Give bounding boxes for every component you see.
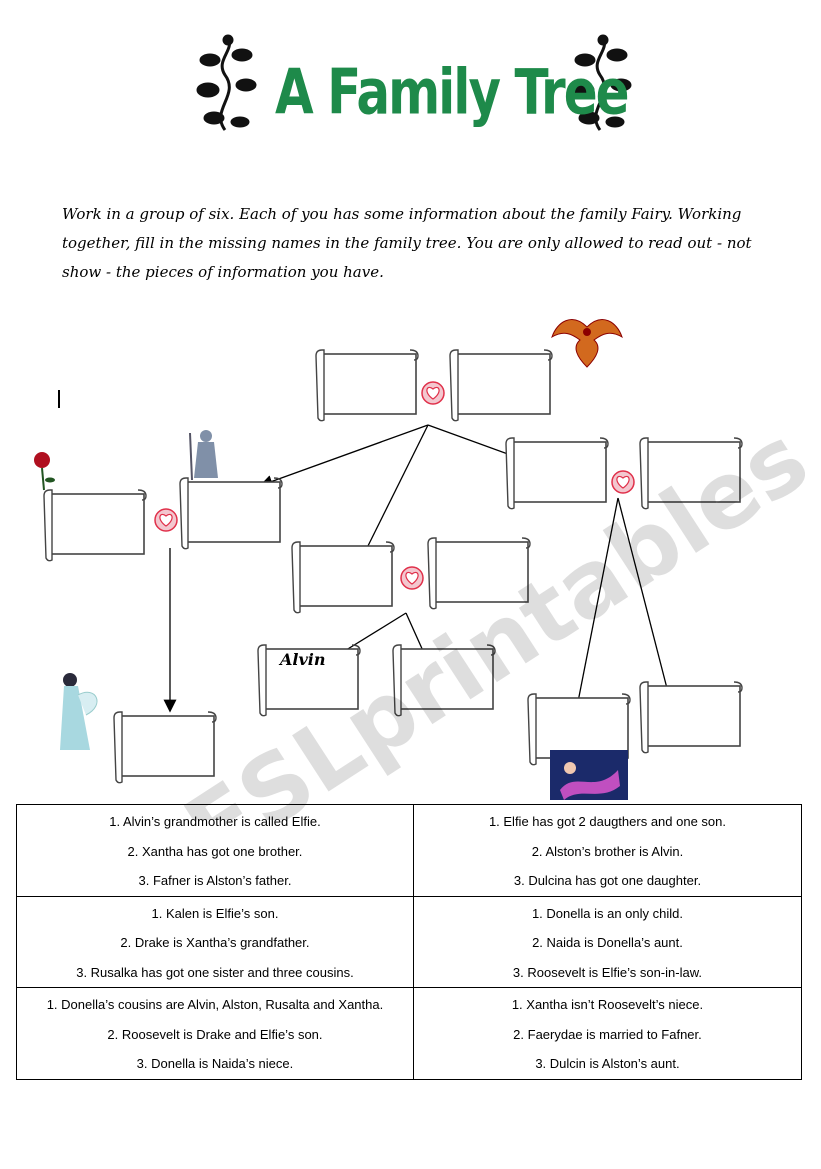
clue-text: 1. Xantha isn’t Roosevelt’s niece. — [511, 997, 704, 1012]
name-box-gen2-d — [639, 437, 743, 510]
family-tree-diagram — [34, 319, 743, 800]
clue-text: 2. Alston’s brother is Alvin. — [531, 843, 684, 859]
heart-icon — [154, 508, 178, 532]
rose-icon — [34, 452, 55, 491]
name-box-gen2-f — [427, 537, 531, 610]
table-row: 1. Donella’s cousins are Alvin, Alston, … — [16, 987, 803, 1080]
clue-card: 1. Alvin’s grandmother is called Elfie. … — [16, 804, 414, 897]
name-box-gen2-e — [291, 541, 395, 614]
margin-mark — [58, 390, 60, 408]
arrow-connector — [571, 497, 619, 715]
given-name-alvin: Alvin — [280, 650, 326, 669]
clue-text: 3. Roosevelt is Elfie’s son-in-law. — [512, 964, 702, 980]
clue-text: 1. Donella’s cousins are Alvin, Alston, … — [46, 997, 384, 1012]
arrow-connector — [617, 497, 674, 703]
clue-text: 1. Elfie has got 2 daugthers and one son… — [488, 814, 726, 829]
name-box-gen3-d — [639, 681, 743, 754]
clue-text: 2. Naida is Donella’s aunt. — [532, 935, 683, 950]
clue-card: 1. Kalen is Elfie’s son. 2. Drake is Xan… — [16, 895, 414, 988]
clue-text: 1. Kalen is Elfie’s son. — [151, 905, 279, 921]
mermaid-icon — [550, 750, 628, 800]
name-box-gen3-b — [392, 644, 496, 717]
arrow-connector — [259, 424, 429, 488]
name-box-gen3-a — [113, 711, 217, 784]
heart-icon — [421, 381, 445, 405]
warrior-icon — [189, 430, 218, 481]
clue-text: 2. Roosevelt is Drake and Elfie’s son. — [107, 1026, 323, 1042]
clue-text: 3. Dulcina has got one daughter. — [513, 873, 702, 888]
clue-card: 1. Donella is an only child. 2. Naida is… — [412, 895, 803, 988]
clue-text: 3. Dulcin is Alston’s aunt. — [535, 1056, 680, 1071]
table-row: 1. Kalen is Elfie’s son. 2. Drake is Xan… — [16, 895, 803, 988]
clue-card: 1. Donella’s cousins are Alvin, Alston, … — [16, 987, 414, 1080]
name-box-gen2-b — [179, 477, 283, 550]
clue-text: 3. Donella is Naida’s niece. — [136, 1056, 294, 1071]
fairy-icon — [60, 673, 98, 750]
name-box-gen1-left — [315, 349, 419, 422]
title-decoration — [196, 34, 632, 131]
clue-text: 2. Xantha has got one brother. — [127, 843, 303, 859]
instructions-text: Work in a group of six. Each of you has … — [62, 205, 752, 281]
clue-text: 2. Faerydae is married to Fafner. — [513, 1026, 702, 1042]
vine-ornament-right-icon — [571, 34, 632, 131]
clue-text: 1. Donella is an only child. — [531, 905, 683, 921]
arrow-connector — [358, 424, 429, 565]
vine-ornament-left-icon — [196, 34, 257, 131]
clues-table: 1. Alvin’s grandmother is called Elfie. … — [16, 804, 803, 1080]
clue-text: 3. Rusalka has got one sister and three … — [76, 964, 354, 980]
name-box-gen2-c — [505, 437, 609, 510]
clue-card: 1. Xantha isn’t Roosevelt’s niece. 2. Fa… — [412, 987, 803, 1080]
heart-icon — [611, 470, 635, 494]
clue-text: 3. Fafner is Alston’s father. — [138, 873, 292, 888]
clue-text: 1. Alvin’s grandmother is called Elfie. — [109, 814, 321, 829]
clue-card: 1. Elfie has got 2 daugthers and one son… — [412, 804, 803, 897]
name-box-gen1-right — [449, 349, 553, 422]
dragon-icon — [551, 319, 623, 368]
clue-text: 2. Drake is Xantha’s grandfather. — [120, 935, 310, 950]
title-banner — [180, 30, 635, 140]
name-box-gen2-a — [43, 489, 147, 562]
table-row: 1. Alvin’s grandmother is called Elfie. … — [16, 804, 803, 897]
heart-icon — [400, 566, 424, 590]
